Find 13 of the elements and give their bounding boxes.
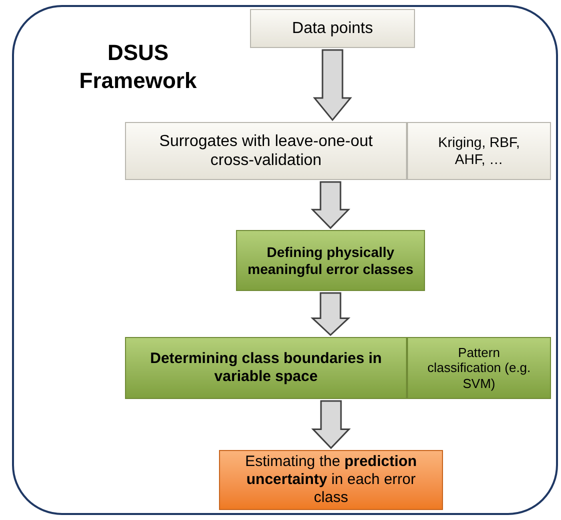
block-arrow <box>310 292 350 336</box>
block-arrow <box>311 400 351 450</box>
process-box: Surrogates with leave-one-out cross-validation <box>125 122 407 180</box>
process-box: Pattern classification (e.g. SVM) <box>407 337 551 399</box>
process-box: Defining physically meaningful error classes <box>236 230 425 291</box>
process-box: Kriging, RBF, AHF, … <box>407 122 551 180</box>
process-box: Estimating the prediction uncertainty in each error class <box>219 450 443 510</box>
framework-title: DSUS Framework <box>78 39 198 94</box>
process-box: Determining class boundaries in variable space <box>125 337 407 399</box>
process-box: Data points <box>250 9 415 48</box>
block-arrow <box>312 49 352 122</box>
block-arrow <box>310 181 350 230</box>
framework-frame <box>12 5 558 515</box>
